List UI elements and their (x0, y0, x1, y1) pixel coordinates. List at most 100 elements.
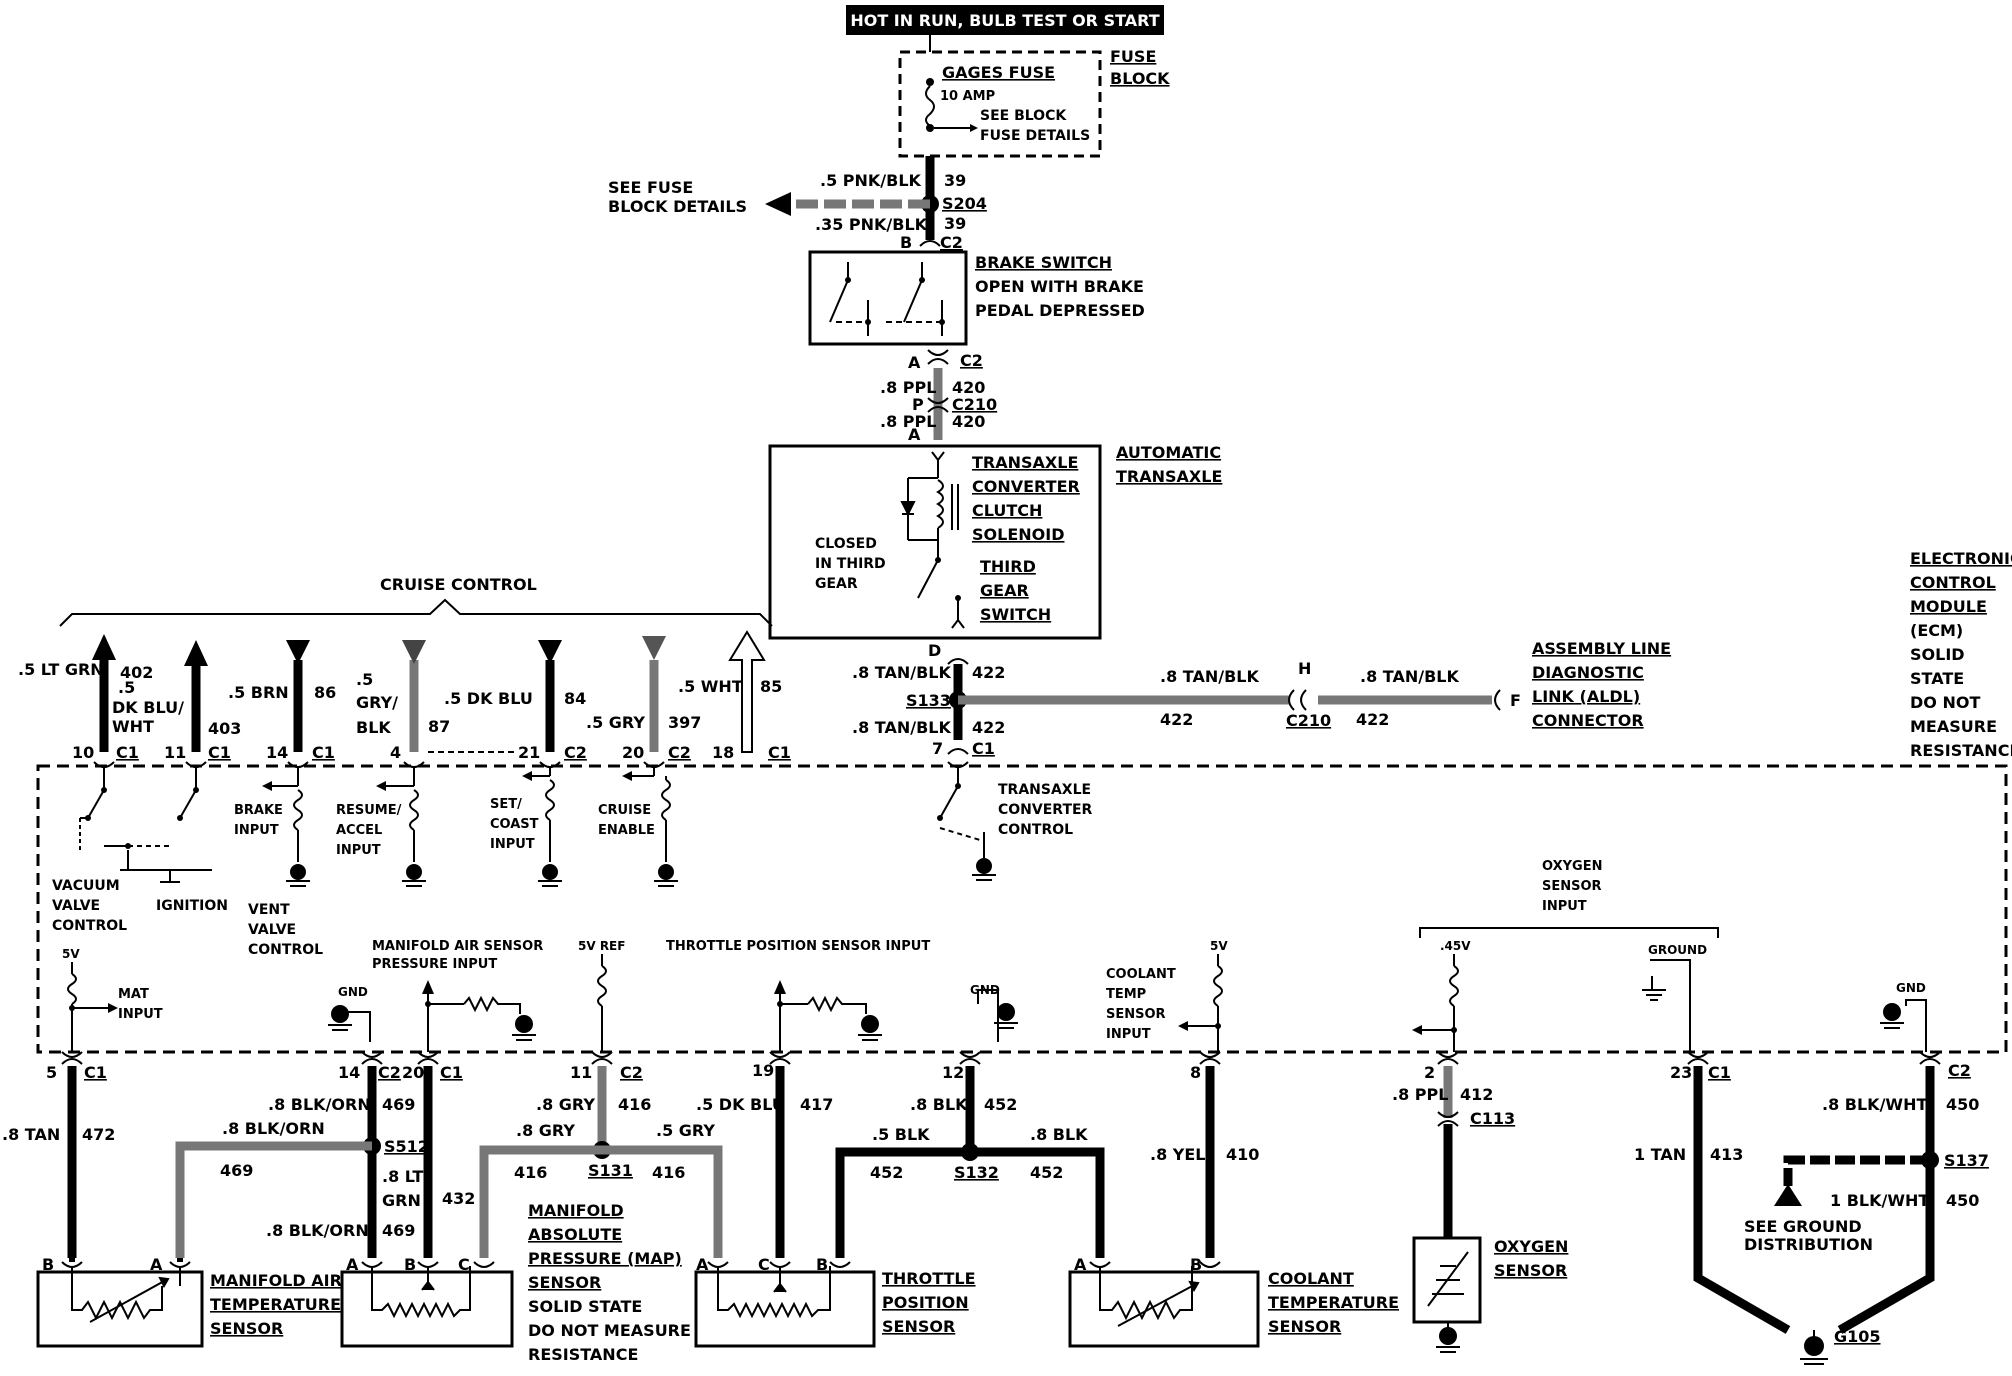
transaxle-box (768, 444, 1102, 640)
map-pin-a: A (346, 1255, 359, 1274)
map-sensor-label-2: ABSOLUTE (528, 1225, 622, 1244)
conn-c113: C113 (1470, 1109, 1515, 1128)
oxygen-input-2: SENSOR (1542, 879, 1602, 894)
cruise-wire-2-color-2: DK BLU/ (112, 698, 184, 717)
pin-10: 10 (72, 743, 94, 762)
oxygen-sensor-icon (1427, 1251, 1469, 1330)
pin-f: F (1510, 691, 1521, 710)
oxygen-input-1: OXYGEN (1542, 859, 1602, 874)
circuit-452b: 452 (870, 1163, 903, 1182)
pin-14: 14 (266, 743, 288, 762)
conn-c1-14: C1 (312, 743, 335, 762)
cruise-wire-7-color: .5 WHT (678, 677, 743, 696)
gages-fuse-label: GAGES FUSE (942, 63, 1055, 82)
pin-23: 23 (1670, 1063, 1692, 1082)
oxygen-input-3: INPUT (1542, 899, 1587, 914)
cruise-wire-4-color-2: GRY/ (356, 693, 398, 712)
vacuum-valve-1: VACUUM (52, 878, 120, 894)
wire-1-tan: 1 TAN (1634, 1145, 1686, 1164)
coolant-sensor-box (1068, 1270, 1260, 1348)
wire-tan-472: .8 TAN (2, 1125, 60, 1144)
solenoid-icon (900, 451, 965, 629)
splice-s137-label: S137 (1944, 1151, 1989, 1170)
conn-c2-21: C2 (564, 743, 587, 762)
mat-sensor-label-3: SENSOR (210, 1319, 283, 1338)
wire-tan-blk-3: .8 TAN/BLK (1160, 667, 1259, 686)
tps-pin-b: B (816, 1255, 828, 1274)
ecm-label-8: MEASURE (1910, 717, 1997, 736)
mat-sensor-box (36, 1270, 204, 1348)
mat-5v: 5V (62, 947, 80, 961)
circuit-469a: 469 (382, 1095, 415, 1114)
aldl-label-2: DIAGNOSTIC (1532, 663, 1644, 682)
circuit-469c: 469 (382, 1221, 415, 1240)
cruise-wire-4-color-1: .5 (356, 670, 373, 689)
wire-lt-grn-1: .8 LT (382, 1167, 423, 1186)
circuit-452c: 452 (1030, 1163, 1063, 1182)
vent-valve-3: CONTROL (248, 942, 323, 958)
pin-2: 2 (1424, 1063, 1435, 1082)
map-sensor-label-4: SENSOR (528, 1273, 601, 1292)
wire-tan-blk-4: .8 TAN/BLK (1360, 667, 1459, 686)
brake-switch-box (808, 250, 968, 346)
pin-h: H (1298, 659, 1311, 678)
cruise-wire-2-color-3: WHT (112, 717, 154, 736)
ground-label: GROUND (1648, 943, 1707, 957)
cruise-wire-3-color: .5 BRN (228, 683, 289, 702)
circuit-450b: 450 (1946, 1191, 1979, 1210)
pin-b: B (900, 233, 912, 252)
tcc-solenoid-4: SOLENOID (972, 525, 1064, 544)
wire-blk-orn-c: .8 BLK/ORN (266, 1221, 369, 1240)
third-gear-switch-2: GEAR (980, 581, 1029, 600)
see-fuse-details-2: BLOCK DETAILS (608, 197, 747, 216)
cruise-wire-1-circuit: 402 (120, 663, 153, 682)
circuit-416c: 416 (652, 1163, 685, 1182)
ecm-label-6: STATE (1910, 669, 1964, 688)
wire-dk-blu: .5 DK BLU (696, 1095, 785, 1114)
pin-4: 4 (390, 743, 401, 762)
circuit-413: 413 (1710, 1145, 1743, 1164)
coolant-sensor-label-3: SENSOR (1268, 1317, 1341, 1336)
coolant-input-4: INPUT (1106, 1027, 1151, 1042)
wire-tan-blk-2: .8 TAN/BLK (852, 718, 951, 737)
map-sensor-label-3: PRESSURE (MAP) (528, 1249, 682, 1268)
see-fuse-details-1: SEE FUSE (608, 178, 693, 197)
cruise-wire-2-circuit: 403 (208, 719, 241, 738)
cruise-enable-2: ENABLE (598, 823, 655, 838)
cruise-wire-5-color: .5 DK BLU (444, 689, 533, 708)
circuit-412: 412 (1460, 1085, 1493, 1104)
conn-c2-14: C2 (378, 1063, 401, 1082)
splice-s133-label: S133 (906, 691, 951, 710)
power-note: HOT IN RUN, BULB TEST OR START (850, 11, 1159, 30)
pin-19: 19 (752, 1061, 774, 1080)
wire-tan-blk-1: .8 TAN/BLK (852, 663, 951, 682)
auto-transaxle-2: TRANSAXLE (1116, 467, 1222, 486)
wire-blk-a: .8 BLK (910, 1095, 968, 1114)
mat-input-1: MAT (118, 987, 149, 1002)
wire-gry-b: .8 GRY (516, 1121, 575, 1140)
coolant-input-2: TEMP (1106, 987, 1146, 1002)
tcc-solenoid-3: CLUTCH (972, 501, 1042, 520)
circuit-432: 432 (442, 1189, 475, 1208)
pin-20-b: 20 (402, 1063, 424, 1082)
bottom-connector-hooks (61, 1051, 1941, 1065)
pin-11: 11 (164, 743, 186, 762)
ignition-label: IGNITION (156, 898, 228, 914)
cruise-wire-1-color: .5 LT GRN (18, 660, 104, 679)
set-input-2: COAST (490, 817, 539, 832)
fuse-amp: 10 AMP (940, 89, 995, 104)
circuit-452a: 452 (984, 1095, 1017, 1114)
cruise-wire-7-circuit: 85 (760, 677, 782, 696)
resume-input-1: RESUME/ (336, 803, 402, 818)
circuit-410: 410 (1226, 1145, 1259, 1164)
arrow-left-icon (765, 192, 791, 216)
fuse-icon (925, 85, 935, 127)
coolant-5v: 5V (1210, 939, 1228, 953)
fuse-block-label-2: BLOCK (1110, 69, 1170, 88)
tcc-control-1: TRANSAXLE (998, 782, 1091, 798)
oxygen-bracket (1419, 927, 1719, 938)
g105-label: G105 (1834, 1327, 1881, 1346)
circuit-422c: 422 (1160, 710, 1193, 729)
cruise-wire-6-circuit: 397 (668, 713, 701, 732)
gnd-label-2: GND (970, 983, 1000, 997)
